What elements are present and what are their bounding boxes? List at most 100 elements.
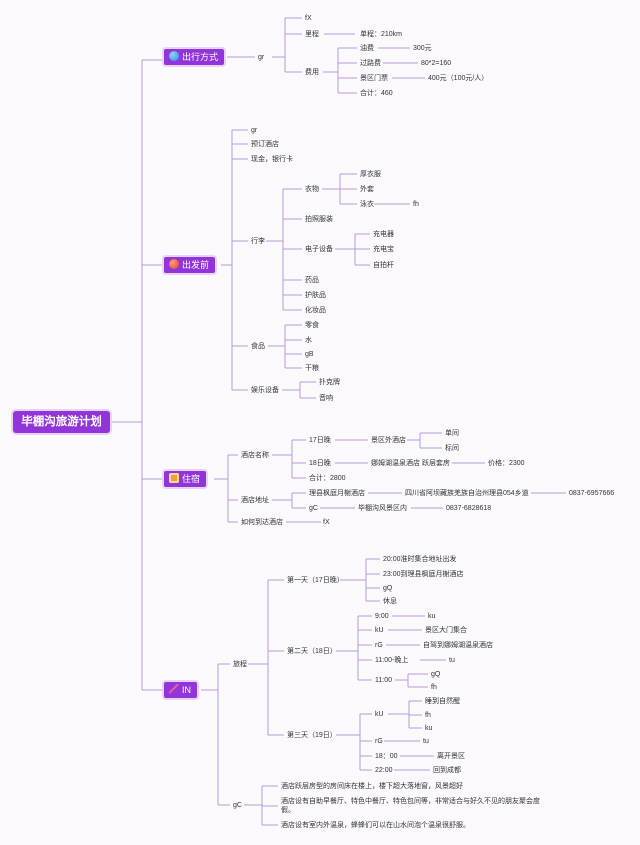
node-day1[interactable]: 第一天（17日晚） bbox=[287, 577, 344, 584]
node-single-room[interactable]: 单间 bbox=[445, 430, 459, 437]
node-note[interactable]: 酒店设有室内外温泉，蜂蜂们可以在山水间泡个温泉很舒服。 bbox=[281, 822, 470, 829]
node-luggage[interactable]: 行李 bbox=[251, 238, 265, 245]
node-day2-time[interactable]: kU bbox=[375, 627, 384, 634]
node-day2-value[interactable]: fh bbox=[431, 684, 437, 691]
node-entertainment[interactable]: 娱乐设备 bbox=[251, 387, 279, 394]
branch-label: IN bbox=[182, 685, 191, 695]
node-swimsuit[interactable]: 泳衣 bbox=[360, 201, 374, 208]
branch-before-departure[interactable]: 出发前 bbox=[164, 257, 216, 273]
node-trip[interactable]: 旅程 bbox=[233, 661, 247, 668]
node-hotel-name[interactable]: 酒店名称 bbox=[241, 452, 269, 459]
node-food[interactable]: 食品 bbox=[251, 343, 265, 350]
node-day2-value[interactable]: ku bbox=[428, 613, 436, 620]
branch-itinerary[interactable]: IN bbox=[164, 682, 197, 698]
node-day2-value[interactable]: gQ bbox=[431, 671, 441, 678]
node-ticket-value[interactable]: 400元（100元/人） bbox=[428, 75, 489, 82]
node-photo-clothes[interactable]: 拍照服装 bbox=[305, 216, 333, 223]
node-day2-value[interactable]: 景区大门集合 bbox=[425, 627, 467, 634]
node-total[interactable]: 合计：460 bbox=[360, 90, 393, 97]
node-17-night[interactable]: 17日晚 bbox=[309, 437, 331, 444]
node-day3-value[interactable]: fh bbox=[425, 712, 431, 719]
globe-icon bbox=[169, 51, 179, 61]
node-outside-hotel[interactable]: 景区外酒店 bbox=[371, 437, 406, 444]
node-speaker[interactable]: 音响 bbox=[319, 395, 333, 402]
node-day2-value[interactable]: 自驾到娜姆湖温泉酒店 bbox=[423, 642, 493, 649]
node-fuel[interactable]: 油费 bbox=[360, 45, 374, 52]
node-day3-time[interactable]: rG bbox=[375, 738, 383, 745]
node-fuel-value[interactable]: 300元 bbox=[413, 45, 432, 52]
node-day3[interactable]: 第三天（19日） bbox=[287, 732, 337, 739]
node-standard-room[interactable]: 标间 bbox=[445, 445, 459, 452]
node-distance-value[interactable]: 单程：210km bbox=[360, 31, 403, 38]
node-note[interactable]: 酒店设有自助早餐厅、特色中餐厅、特色包间等，非常适合与好久不见的朋友聚会度假。 bbox=[281, 798, 540, 814]
root-topic[interactable]: 毕棚沟旅游计划 bbox=[13, 411, 110, 433]
node-gr[interactable]: gr bbox=[251, 127, 258, 134]
node-day3-value[interactable]: tu bbox=[423, 738, 429, 745]
node-day3-value[interactable]: ku bbox=[425, 725, 433, 732]
node-skincare[interactable]: 护肤品 bbox=[305, 292, 326, 299]
node-address2-name[interactable]: 毕棚沟风景区内 bbox=[358, 505, 407, 512]
node-clothes[interactable]: 衣物 bbox=[305, 186, 319, 193]
node-gc[interactable]: gC bbox=[309, 505, 318, 512]
node-day3-time[interactable]: 18：00 bbox=[375, 753, 398, 760]
hotel-icon bbox=[169, 473, 179, 483]
branch-accommodation[interactable]: 住宿 bbox=[164, 471, 207, 487]
branch-label: 出行方式 bbox=[182, 52, 219, 62]
node-day3-value[interactable]: 离开景区 bbox=[437, 753, 465, 760]
node-hotel-address[interactable]: 酒店地址 bbox=[241, 497, 269, 504]
node-day1-item[interactable]: 23:00到理县枫庭月榭酒店 bbox=[383, 571, 464, 578]
node-day2-time[interactable]: rG bbox=[375, 642, 383, 649]
branch-travel-mode[interactable]: 出行方式 bbox=[164, 49, 225, 65]
node-18-night[interactable]: 18日晚 bbox=[309, 460, 331, 467]
branch-label: 出发前 bbox=[182, 260, 210, 270]
node-poker[interactable]: 扑克牌 bbox=[319, 379, 340, 386]
node-gc[interactable]: gC bbox=[233, 802, 242, 809]
node-coat[interactable]: 外套 bbox=[360, 186, 374, 193]
node-medicine[interactable]: 药品 bbox=[305, 277, 319, 284]
node-address1-detail[interactable]: 四川省阿坝藏族羌族自治州理县054乡道 bbox=[405, 490, 529, 497]
node-day3-time[interactable]: 22:00 bbox=[375, 767, 393, 774]
node-distance[interactable]: 里程 bbox=[305, 31, 319, 38]
chart-icon bbox=[169, 684, 179, 694]
node-day3-value[interactable]: 睡到自然醒 bbox=[425, 698, 460, 705]
node-day1-item[interactable]: 休息 bbox=[383, 598, 397, 605]
node-day2-value[interactable]: tu bbox=[449, 657, 455, 664]
node-selfie-stick[interactable]: 自拍杆 bbox=[373, 262, 394, 269]
node-charger[interactable]: 充电器 bbox=[373, 231, 394, 238]
node-water[interactable]: 水 bbox=[305, 337, 312, 344]
node-cost[interactable]: 费用 bbox=[305, 69, 319, 76]
node-book-hotel[interactable]: 预订酒店 bbox=[251, 141, 279, 148]
node-gb[interactable]: gB bbox=[305, 351, 314, 358]
node-snacks[interactable]: 零食 bbox=[305, 322, 319, 329]
node-fh[interactable]: fh bbox=[413, 201, 419, 208]
node-address2-phone[interactable]: 0837-6828618 bbox=[446, 505, 492, 512]
node-ticket[interactable]: 景区门票 bbox=[360, 75, 388, 82]
node-day3-value[interactable]: 回到成都 bbox=[433, 767, 461, 774]
node-thick-clothes[interactable]: 厚衣服 bbox=[360, 171, 381, 178]
node-toll-value[interactable]: 80*2=160 bbox=[421, 60, 452, 67]
node-day1-item[interactable]: gQ bbox=[383, 585, 393, 592]
node-cosmetics[interactable]: 化妆品 bbox=[305, 307, 326, 314]
node-address1-name[interactable]: 理县枫庭月榭酒店 bbox=[309, 490, 365, 497]
node-price[interactable]: 价格：2300 bbox=[488, 460, 525, 467]
node-day2-time[interactable]: 11:00-晚上 bbox=[375, 657, 409, 664]
node-gr[interactable]: gr bbox=[258, 54, 265, 61]
node-electronics[interactable]: 电子设备 bbox=[305, 246, 333, 253]
node-dry-food[interactable]: 干粮 bbox=[305, 365, 319, 372]
node-how-to-reach[interactable]: 如何到达酒店 bbox=[241, 519, 283, 526]
node-stay-total[interactable]: 合计：2800 bbox=[309, 475, 346, 482]
node-day2-time[interactable]: 11:00 bbox=[375, 677, 392, 684]
node-lake-hotel[interactable]: 娜姆湖温泉酒店 跃层套房 bbox=[371, 460, 450, 467]
node-day2-time[interactable]: 9:00 bbox=[375, 613, 389, 620]
branch-label: 住宿 bbox=[182, 474, 201, 484]
node-day3-time[interactable]: kU bbox=[375, 711, 384, 718]
node-fx[interactable]: fX bbox=[305, 15, 312, 22]
node-day2[interactable]: 第二天（18日） bbox=[287, 648, 337, 655]
node-fx[interactable]: fX bbox=[323, 519, 330, 526]
node-address1-phone[interactable]: 0837-6957666 bbox=[569, 490, 615, 497]
node-cash[interactable]: 现金，银行卡 bbox=[251, 156, 293, 163]
node-day1-item[interactable]: 20:00准时集合地址出发 bbox=[383, 556, 457, 563]
node-note[interactable]: 酒店跃层房型的房间床在楼上，楼下超大落地窗，风景超好 bbox=[281, 783, 463, 790]
node-toll[interactable]: 过路费 bbox=[360, 60, 381, 67]
node-powerbank[interactable]: 充电宝 bbox=[373, 246, 394, 253]
